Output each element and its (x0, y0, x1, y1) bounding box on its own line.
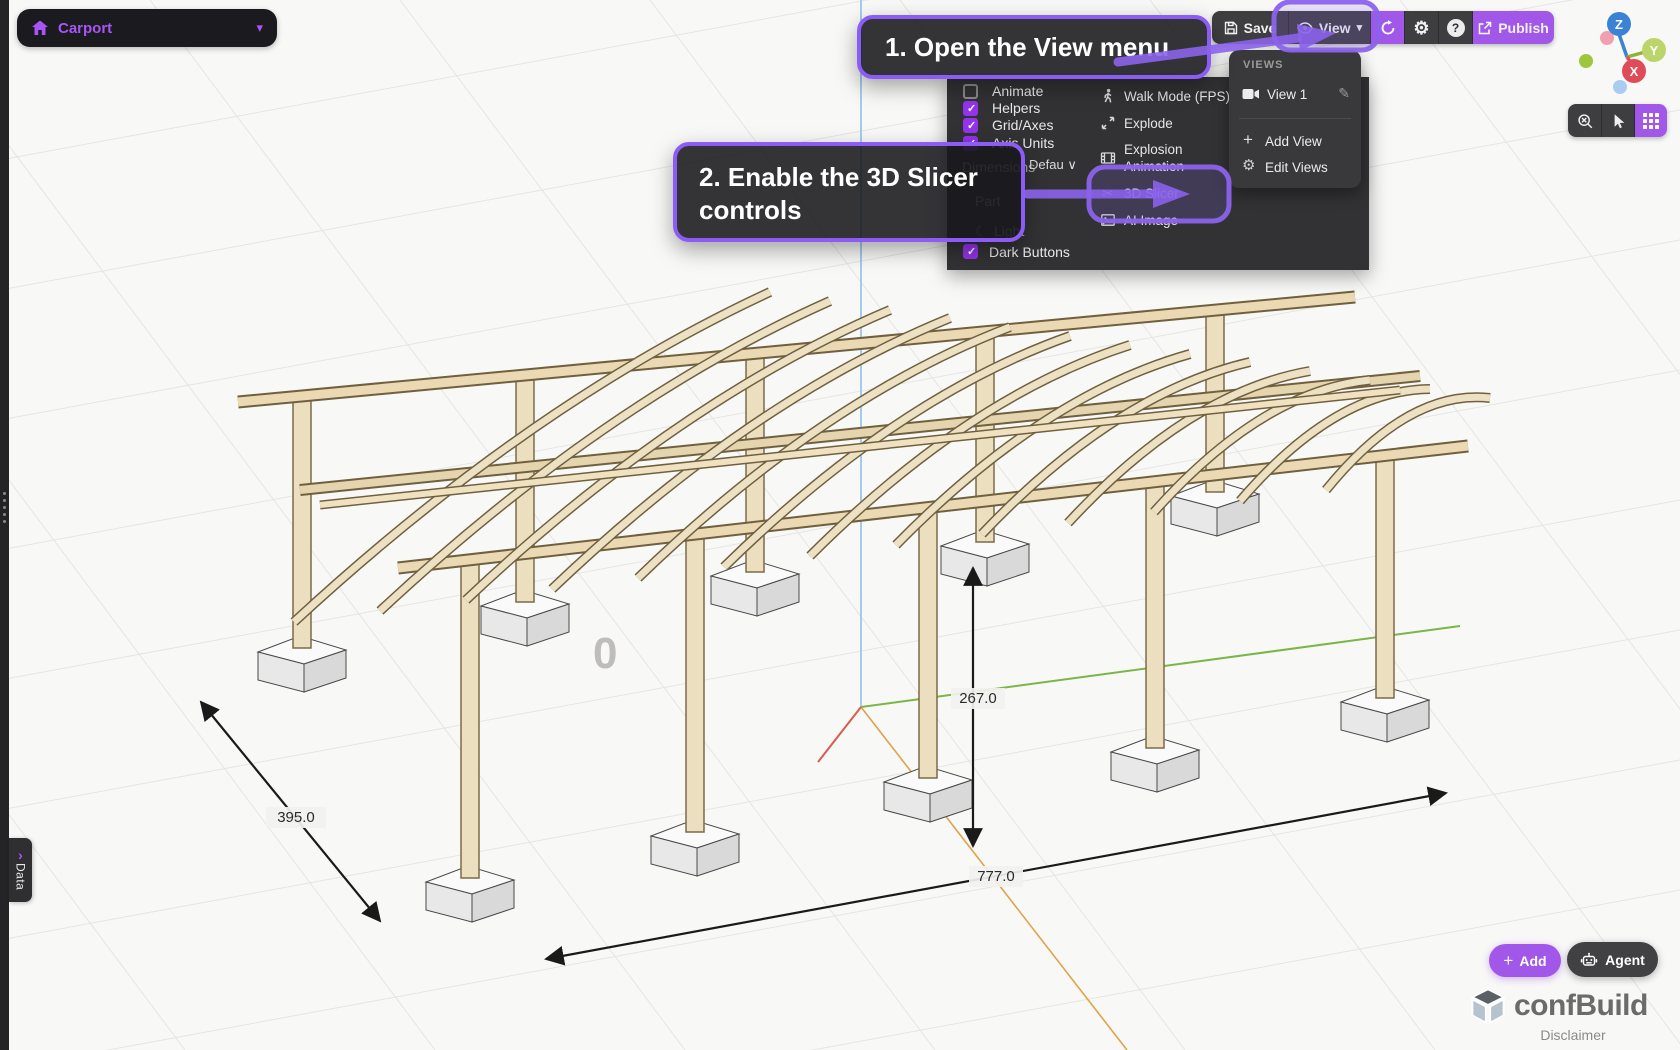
left-edge-panel (0, 0, 9, 1050)
menu-label-dark-buttons: Dark Buttons (989, 244, 1070, 260)
panel-drag-handle[interactable] (1, 492, 8, 532)
refresh-button[interactable] (1370, 11, 1404, 44)
origin-zero-label: 0 (593, 629, 618, 678)
help-button[interactable]: ? (1438, 11, 1472, 44)
gizmo-dot-green (1579, 54, 1593, 68)
menu-label-animate: Animate (992, 83, 1044, 99)
scissors-icon: ✂ (1102, 185, 1114, 201)
pencil-icon[interactable]: ✎ (1338, 85, 1350, 101)
tutorial-callout-step1: 1. Open the View menu (857, 15, 1211, 79)
axis-gizmo[interactable]: Z Y X (1579, 12, 1666, 94)
box-select-zoom-button[interactable] (1568, 104, 1601, 137)
settings-button[interactable]: ⚙ (1404, 11, 1438, 44)
grid-view-button[interactable] (1634, 104, 1667, 137)
tutorial-callout-step2: 2. Enable the 3D Slicer controls (673, 142, 1025, 242)
views-item-view1[interactable]: View 1 (1267, 87, 1308, 102)
project-name: Carport (58, 19, 113, 37)
dimension-height-label: 267.0 (951, 688, 1005, 709)
menu-label-grid-axes: Grid/Axes (992, 117, 1054, 133)
camera-icon (1242, 87, 1260, 101)
save-icon (1224, 21, 1238, 35)
pergola-model (237, 287, 1491, 923)
chevron-down-icon: ∨ (1067, 157, 1077, 172)
selection-toolbar (1568, 104, 1667, 137)
menu-label-helpers: Helpers (992, 100, 1041, 116)
chevron-down-icon: ▾ (256, 20, 263, 35)
chevron-right-icon: › (18, 846, 23, 863)
menu-action-3d-slicer[interactable]: 3D Slicer (1124, 186, 1179, 201)
home-icon (31, 19, 49, 37)
cursor-icon (1607, 110, 1629, 132)
image-icon (1100, 212, 1116, 228)
question-icon: ? (1446, 18, 1465, 37)
data-tab-label: Data (13, 862, 28, 891)
cube-logo-icon (1468, 986, 1508, 1026)
dimension-width-label: 395.0 (266, 807, 326, 828)
disclaimer-link[interactable]: Disclaimer (1540, 1027, 1606, 1043)
checkbox-helpers[interactable] (963, 101, 978, 116)
menu-action-explode[interactable]: Explode (1124, 116, 1173, 131)
project-menu-button[interactable]: Carport ▾ (17, 9, 277, 47)
agent-button[interactable]: Agent (1567, 942, 1658, 977)
menu-action-walk-mode[interactable]: Walk Mode (FPS) (1124, 89, 1231, 104)
explode-icon (1100, 115, 1116, 131)
plus-icon: + (1243, 130, 1253, 149)
views-add-view[interactable]: Add View (1265, 134, 1322, 149)
save-button[interactable]: Save (1212, 11, 1288, 44)
chevron-down-icon: ▾ (1356, 22, 1363, 34)
gizmo-dot-pink (1600, 31, 1614, 45)
gizmo-dot-lightblue (1613, 80, 1627, 94)
external-link-icon (1478, 21, 1492, 35)
svg-text:Y: Y (1650, 43, 1659, 58)
plus-icon: + (1503, 950, 1514, 970)
svg-text:X: X (1630, 64, 1639, 79)
checkbox-animate[interactable] (963, 84, 978, 99)
zoom-select-icon (1574, 110, 1596, 132)
dimensions-dropdown[interactable]: Defau ∨ (1029, 157, 1077, 172)
brand-logo: confBuild (1468, 986, 1648, 1026)
checkbox-dark-buttons[interactable] (963, 244, 978, 259)
views-panel-title: VIEWS (1243, 59, 1284, 71)
robot-icon (1580, 952, 1598, 968)
eye-icon (1297, 21, 1313, 34)
svg-text:Z: Z (1615, 17, 1623, 32)
menu-action-explosion-animation[interactable]: Explosion Animation (1124, 142, 1185, 174)
divider (1239, 118, 1351, 119)
gear-icon: ⚙ (1242, 157, 1256, 174)
pointer-tool-button[interactable] (1601, 104, 1634, 137)
gizmo-y-ball[interactable] (1642, 38, 1666, 62)
film-icon (1100, 150, 1116, 166)
add-button[interactable]: + Add (1489, 944, 1561, 977)
gizmo-z-ball[interactable] (1607, 12, 1631, 36)
top-toolbar: Save View ▾ ⚙ ? Publish (1212, 11, 1554, 44)
views-edit-views[interactable]: Edit Views (1265, 160, 1328, 175)
data-panel-tab[interactable]: › Data (9, 838, 32, 902)
gizmo-x-ball[interactable] (1622, 59, 1646, 83)
checkbox-grid-axes[interactable] (963, 118, 978, 133)
brand-name: confBuild (1514, 989, 1648, 1022)
grid-icon (1641, 111, 1661, 131)
views-dropdown-panel: VIEWS View 1 ✎ + Add View ⚙ Edit Views (1229, 50, 1361, 188)
walk-icon (1100, 88, 1116, 104)
view-menu-button[interactable]: View ▾ (1288, 11, 1370, 44)
dimension-length-label: 777.0 (969, 866, 1023, 887)
menu-action-ai-image[interactable]: AI Image (1124, 213, 1179, 228)
gear-icon: ⚙ (1413, 17, 1430, 38)
publish-button[interactable]: Publish (1472, 11, 1554, 44)
